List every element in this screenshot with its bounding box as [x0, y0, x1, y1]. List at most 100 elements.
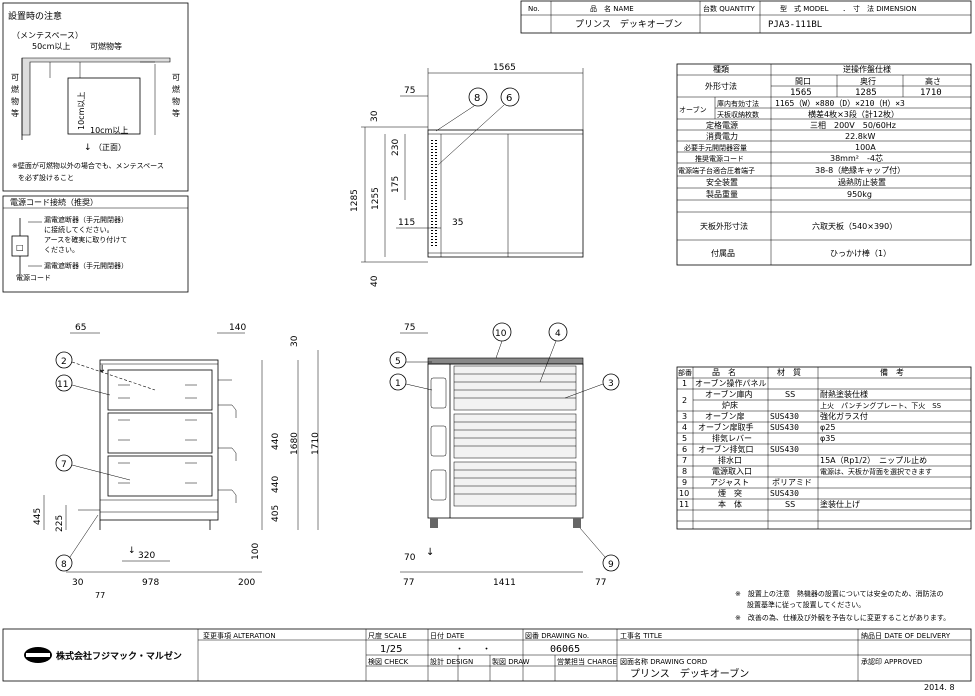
dim-75-top: 75: [404, 86, 415, 96]
combustible-right-4: 等: [172, 108, 180, 118]
front-panel-2: [430, 425, 447, 457]
callout-1: [389, 373, 407, 391]
front-arrow: ↓: [84, 143, 92, 153]
callout-7-label: 7: [61, 460, 67, 470]
parts-note-11: 塗装仕上げ: [820, 499, 860, 509]
dim-225: 225: [55, 515, 65, 532]
project-label: 工事名 TITLE: [620, 631, 662, 640]
parts-mat-3: SUS430: [770, 412, 799, 421]
parts-mat-10: SUS430: [770, 489, 799, 498]
parts-note-2: 上火 パンチングプレート、下火 SS: [820, 401, 942, 410]
dim-140: 140: [229, 323, 246, 333]
title-block: 株式会社フジマック・マルゼン 変更事項 ALTERATION 尺度 SCALE …: [2, 628, 972, 692]
parts-name-0: オーブン操作パネル: [695, 378, 767, 388]
notes: ※ 設置上の注意 熱機器の設置については安全のため、消防法の 設置基準に従って設…: [735, 589, 950, 622]
spec-value-10: 950kg: [847, 190, 872, 199]
dim-30-side: 30: [290, 335, 300, 347]
spec-label-11: 天板外形寸法: [700, 221, 748, 231]
drawing-no-value: 06065: [550, 644, 580, 655]
note-1a: ※ 設置上の注意 熱機器の設置については安全のため、消防法の: [735, 589, 944, 598]
dim-175: 175: [391, 176, 401, 193]
spec-label-2: 庫内有効寸法: [717, 99, 759, 108]
model-label: 型 式 MODEL ． 寸 法 DIMENSION: [780, 4, 917, 13]
spec-label-3: 天板収納枚数: [717, 110, 759, 119]
company-name: 株式会社フジマック・マルゼン: [56, 650, 182, 662]
spec-label-8: 電源端子台適合圧着端子: [678, 166, 755, 175]
callout-2: [55, 351, 73, 369]
date-label: 日付 DATE: [430, 631, 464, 640]
arrow-down-3: ↓: [426, 547, 434, 558]
parts-note-5: φ35: [820, 434, 835, 443]
dim-1255: 1255: [371, 187, 381, 210]
side-deck-2: [107, 412, 213, 454]
label-breaker: 漏電遮断器（手元開閉器）: [44, 261, 128, 270]
callout-8-side-label: 8: [61, 560, 67, 570]
spec-label-4: 定格電源: [706, 120, 738, 130]
parts-h-mat: 材 質: [777, 367, 801, 377]
front-foot-right: [573, 518, 581, 528]
parts-note-1: 耐熱塗装仕様: [820, 389, 868, 399]
parts-name-7: 排水口: [718, 455, 742, 465]
front-panel-1: [430, 377, 447, 409]
callout-6-top-label: 6: [506, 93, 512, 104]
side-view: 65 140 30 440 440 405: [33, 323, 321, 600]
callout-8-top-label: 8: [474, 93, 480, 104]
front-view-body: [427, 363, 584, 519]
dim-440a: 440: [271, 433, 281, 450]
parts-h-name: 品 名: [712, 367, 736, 377]
dim-77b: 77: [595, 578, 606, 588]
spec-value-4: 三相 200V 50/60Hz: [810, 120, 896, 130]
dim-100: 100: [251, 543, 261, 560]
dim-405: 405: [271, 505, 281, 522]
callout-9: [602, 554, 620, 572]
spec-group-oven: オーブン: [679, 105, 707, 114]
parts-no-6: 6: [682, 445, 687, 454]
dim-30-top: 30: [370, 110, 380, 122]
dim-1565: 1565: [493, 63, 516, 73]
parts-name-11: 本 体: [718, 499, 742, 509]
parts-name-1: オーブン庫内: [705, 389, 753, 399]
dim-440b: 440: [271, 476, 281, 493]
arrow-down-1: ↓: [128, 546, 136, 556]
spec-label-0: 種類: [713, 64, 729, 74]
combustible-left-4: 等: [11, 108, 19, 118]
callout-9-label: 9: [608, 560, 614, 570]
spec-value-7: 38mm² -4芯: [830, 153, 883, 163]
dim-10-v: 10cm以上: [77, 92, 86, 130]
charge-label: 営業担当 CHARGE: [557, 657, 617, 666]
callout-3: [602, 373, 620, 391]
combustible-right-1: 可: [172, 73, 180, 82]
parts-no-4: 4: [682, 423, 687, 432]
callout-5-label: 5: [395, 357, 401, 367]
front-panel-3: [430, 469, 447, 501]
dim-1285: 1285: [350, 189, 360, 212]
combustible-right-3: 物: [172, 96, 180, 106]
spec-label-6: 必要手元開閉器容量: [684, 143, 747, 152]
side-deck-slots: [118, 384, 197, 484]
name-value: プリンス デッキオーブン: [575, 18, 682, 30]
front-top-panel: [427, 357, 584, 365]
parts-name-5: 排気レバー: [712, 433, 752, 443]
model-value: PJA3-111BL: [768, 20, 822, 30]
spec-val-1b: 1285: [855, 88, 877, 98]
maint-50: 50cm以上: [32, 42, 70, 51]
check-label: 検図 CHECK: [368, 657, 409, 666]
combustible-left-1: 可: [11, 73, 19, 82]
parts-no-1: 2: [682, 396, 687, 405]
no-label: No.: [528, 5, 540, 13]
spec-value-2: 1165（W）×880（D）×210（H）×3: [775, 99, 905, 108]
callout-8-side: [55, 554, 73, 572]
spec-table: 種類 逆操作盤仕様 外形寸法 間口 奥行 高さ 1565 1285 1710 オ…: [676, 63, 972, 266]
dim-65: 65: [75, 323, 86, 333]
issue-date: 2014. 8: [924, 683, 955, 692]
dim-35: 35: [452, 218, 463, 228]
scale-value: 1/25: [380, 644, 402, 655]
side-deck-3: [107, 455, 213, 497]
parts-name-9: アジャスト: [710, 478, 749, 487]
parts-no-3: 3: [682, 412, 687, 421]
dim-115: 115: [398, 218, 415, 228]
dim-70: 70: [404, 553, 416, 563]
parts-no-7: 7: [682, 456, 687, 465]
spec-val-1c: 1710: [920, 88, 942, 98]
